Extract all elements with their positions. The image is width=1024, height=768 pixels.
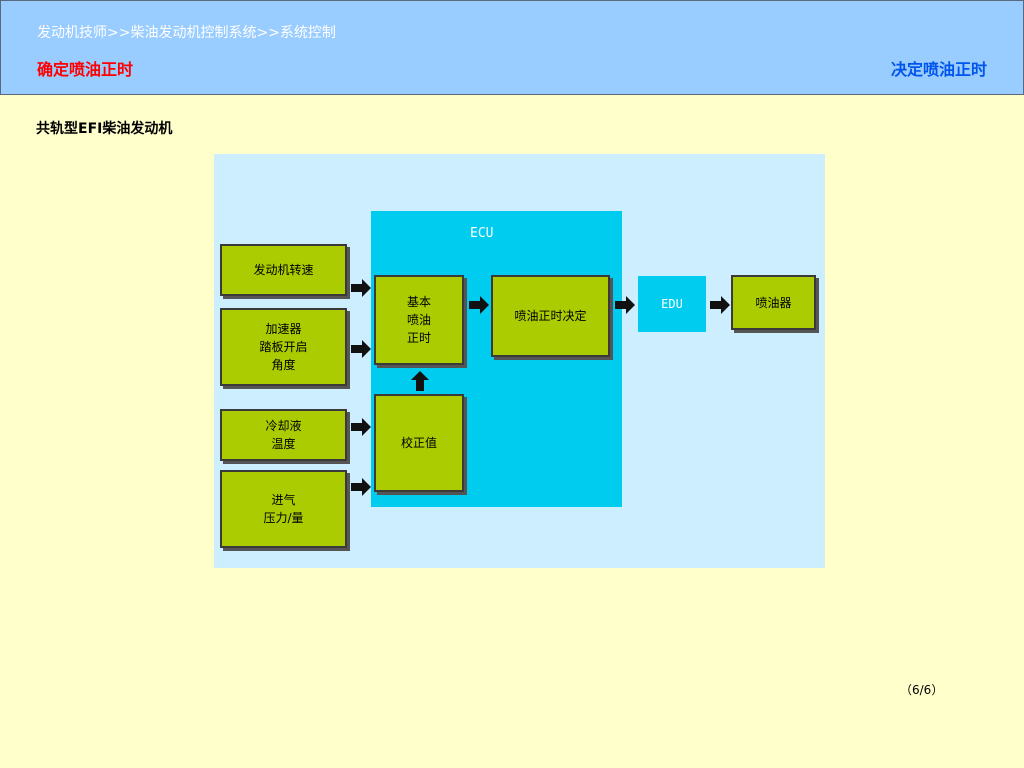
arrow-right-icon bbox=[615, 296, 635, 314]
input-engine-speed: 发动机转速 bbox=[220, 244, 347, 296]
edu-block: EDU bbox=[638, 276, 706, 332]
arrow-right-icon bbox=[351, 340, 371, 358]
header-bar: 发动机技师>>柴油发动机控制系统>>系统控制 确定喷油正时 决定喷油正时 bbox=[0, 0, 1024, 95]
input-coolant-temp: 冷却液 温度 bbox=[220, 409, 347, 461]
basic-timing-box: 基本 喷油 正时 bbox=[374, 275, 464, 365]
page-subtitle-left: 确定喷油正时 bbox=[37, 60, 134, 79]
arrow-right-icon bbox=[351, 478, 371, 496]
page-number: （6/6） bbox=[900, 683, 944, 697]
arrow-right-icon bbox=[351, 279, 371, 297]
input-intake-pressure: 进气 压力/量 bbox=[220, 470, 347, 548]
correction-box: 校正值 bbox=[374, 394, 464, 492]
arrow-right-icon bbox=[710, 296, 730, 314]
ecu-label: ECU bbox=[470, 226, 494, 241]
arrow-up-icon bbox=[411, 371, 429, 391]
arrow-right-icon bbox=[351, 418, 371, 436]
input-accel-pedal: 加速器 踏板开启 角度 bbox=[220, 308, 347, 386]
page-subtitle-right: 决定喷油正时 bbox=[890, 60, 987, 79]
breadcrumb: 发动机技师>>柴油发动机控制系统>>系统控制 bbox=[37, 25, 336, 41]
arrow-right-icon bbox=[469, 296, 489, 314]
section-title: 共轨型EFI柴油发动机 bbox=[36, 121, 173, 137]
timing-decision-box: 喷油正时决定 bbox=[491, 275, 610, 357]
injector-box: 喷油器 bbox=[731, 275, 816, 330]
